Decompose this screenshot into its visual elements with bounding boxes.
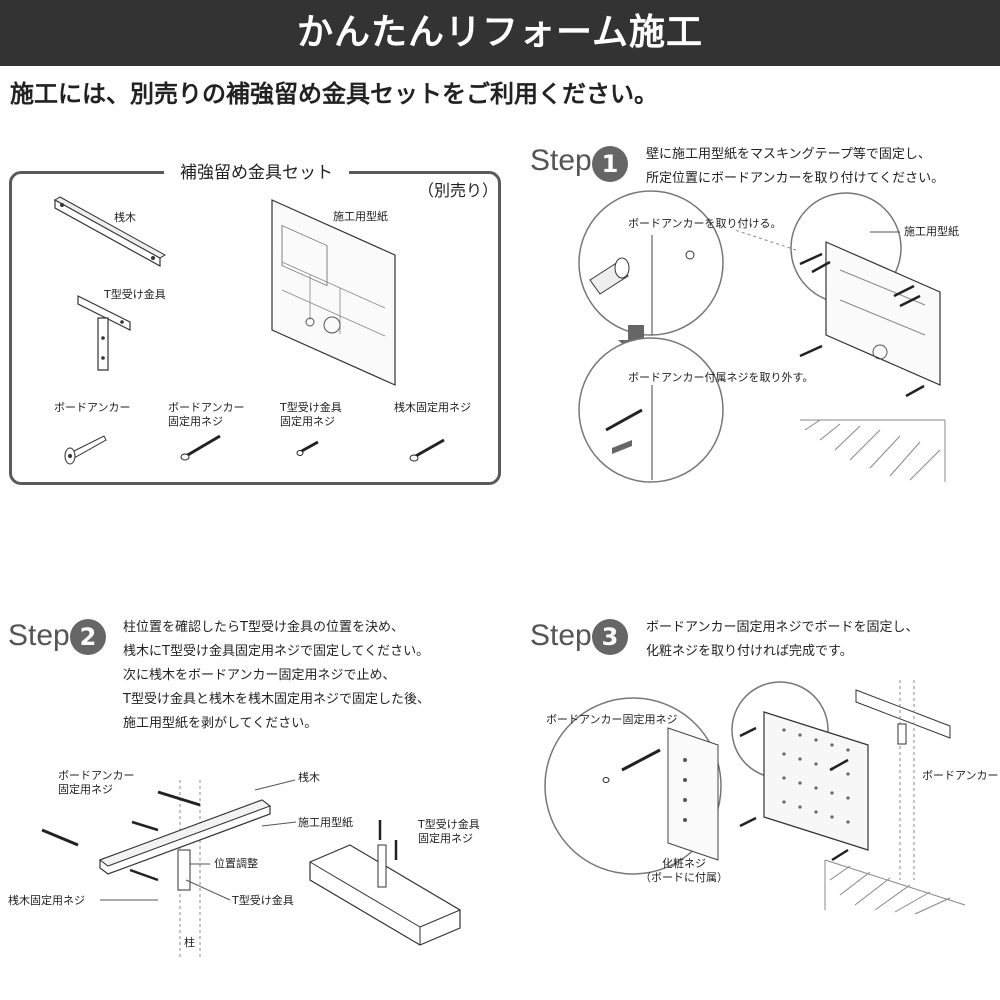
step1-word: Step	[530, 144, 592, 177]
step2-label-anchor-screw: ボードアンカー 固定用ネジ	[58, 769, 135, 796]
kit-note: （別売り）	[418, 181, 499, 200]
kit-label-batten-screw: 桟木固定用ネジ	[394, 401, 471, 414]
header-bar	[0, 0, 1000, 66]
kit-label-t-screw: T型受け金具 固定用ネジ	[280, 401, 342, 428]
step3-word: Step	[530, 619, 592, 652]
step2-label-t-screw: T型受け金具 固定用ネジ	[418, 818, 480, 845]
step2-label-t-bracket: T型受け金具	[232, 894, 294, 907]
step1-number: 1	[592, 146, 628, 182]
kit-label-anchor-screw: ボードアンカー 固定用ネジ	[168, 401, 245, 428]
step1-label-remove: ボードアンカー付属ネジを取り外す。	[628, 371, 814, 384]
step2-label-template: 施工用型紙	[298, 816, 353, 829]
kit-box	[9, 171, 501, 485]
step1-label-attach: ボードアンカーを取り付ける。	[628, 217, 782, 230]
step2-label-position: 位置調整	[214, 857, 258, 870]
step2-word: Step	[8, 619, 70, 652]
step3-label-anchor-screw: ボードアンカー固定用ネジ	[546, 713, 678, 726]
step1-label-template: 施工用型紙	[904, 225, 959, 238]
page-title: かんたんリフォーム施工	[297, 12, 703, 53]
kit-label-template: 施工用型紙	[333, 210, 388, 223]
kit-title: 補強留め金具セット	[164, 158, 349, 183]
step2-text: 柱位置を確認したらT型受け金具の位置を決め、 桟木にT型受け金具固定用ネジで固定…	[123, 620, 430, 731]
step3-label-board-anchor: ボードアンカー	[922, 769, 999, 782]
step3-text: ボードアンカー固定用ネジでボードを固定し、 化粧ネジを取り付ければ完成です。	[646, 620, 919, 659]
kit-label-batten: 桟木	[114, 211, 136, 224]
step2-label-batten-screw: 桟木固定用ネジ	[8, 894, 85, 907]
kit-label-t-bracket: T型受け金具	[104, 288, 166, 301]
step2-label-batten: 桟木	[298, 771, 320, 784]
kit-label-board-anchor: ボードアンカー	[54, 401, 131, 414]
step1-text: 壁に施工用型紙をマスキングテープ等で固定し、 所定位置にボードアンカーを取り付け…	[646, 147, 945, 186]
intro-text: 施工には、別売りの補強留め金具セットをご利用ください。	[10, 80, 658, 108]
step2-label-pillar: 柱	[184, 936, 195, 949]
step3-label-decor-screw: 化粧ネジ （ボードに付属）	[640, 857, 728, 884]
step3-number: 3	[592, 619, 628, 655]
step2-number: 2	[70, 619, 106, 655]
